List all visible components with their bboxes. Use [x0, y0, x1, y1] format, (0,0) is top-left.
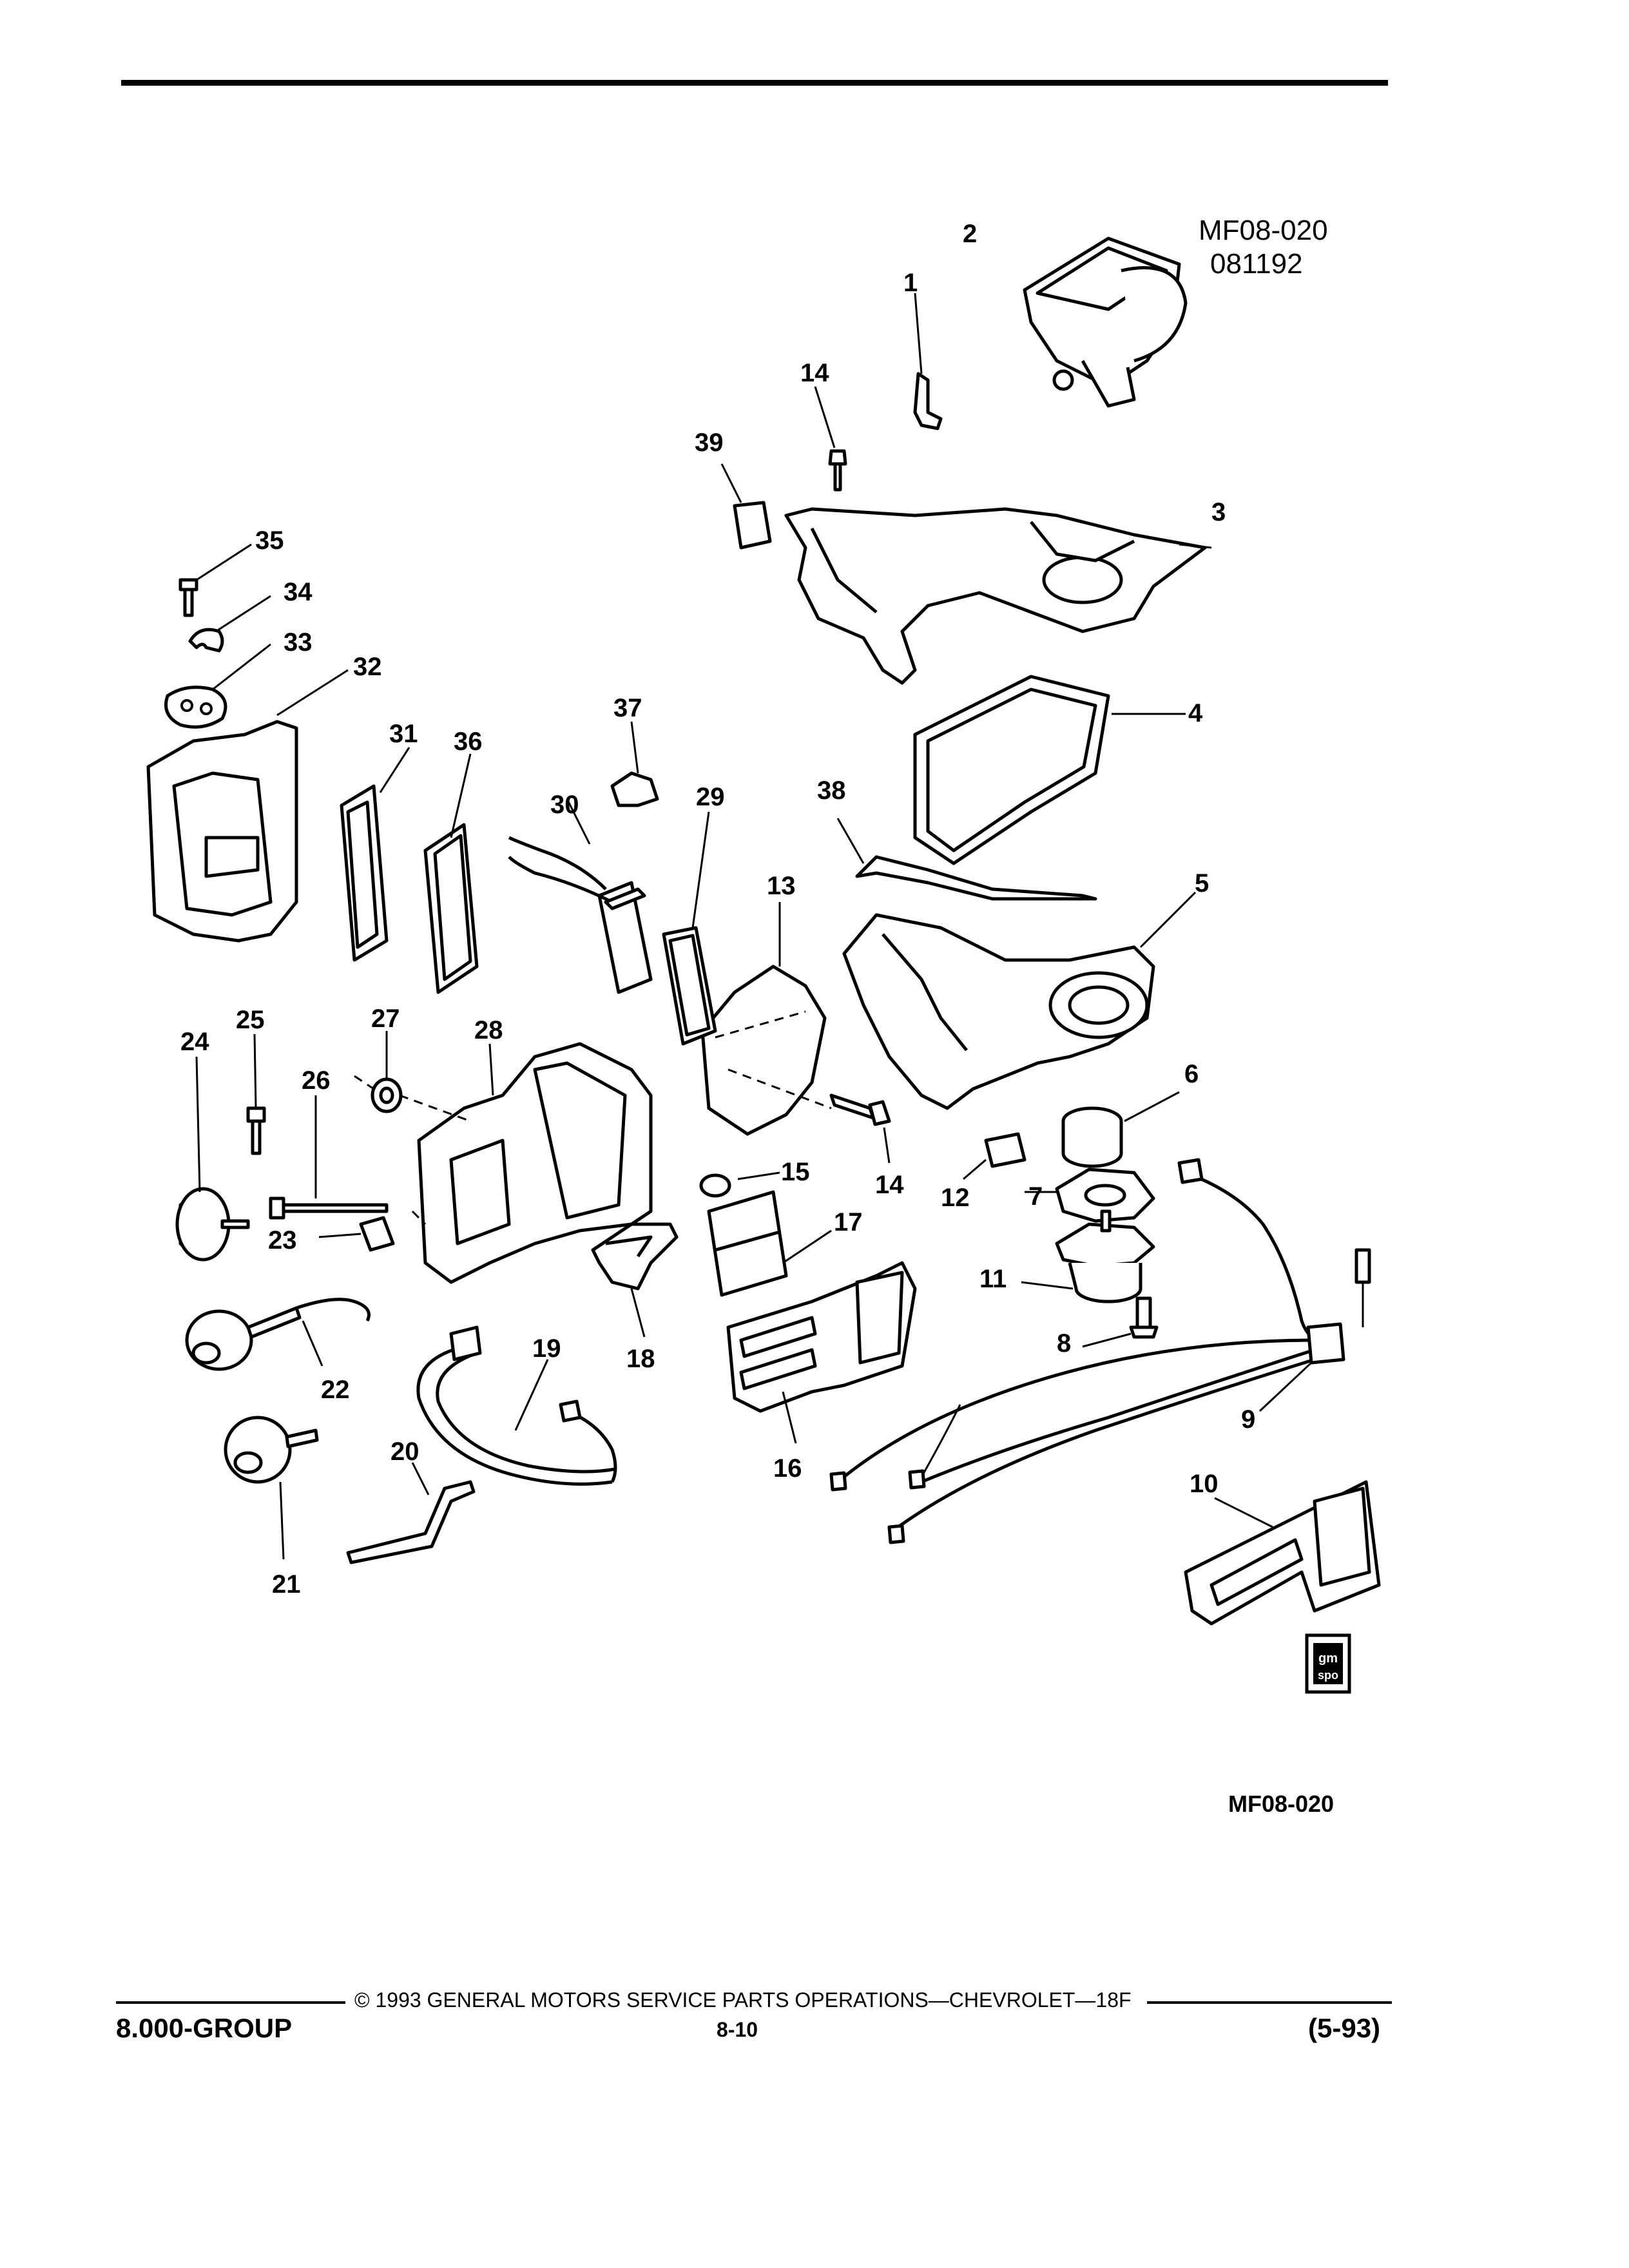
- callout-17: 17: [834, 1208, 863, 1236]
- part-3-upper-case: [784, 507, 1212, 685]
- callout-35: 35: [255, 526, 284, 555]
- part-31-door: [340, 747, 410, 962]
- callout-4: 4: [1188, 699, 1203, 727]
- callout-15: 15: [781, 1158, 810, 1186]
- part-33-grommet: [164, 643, 271, 729]
- part-39-block: [720, 463, 772, 550]
- callout-23: 23: [268, 1226, 297, 1254]
- callout-25: 25: [236, 1006, 265, 1034]
- part-12-grommet: [963, 1132, 1027, 1180]
- callout-12: 12: [941, 1184, 970, 1212]
- callout-13: 13: [767, 872, 796, 900]
- footer-rule-left: [116, 2001, 345, 2004]
- callout-28: 28: [474, 1016, 503, 1044]
- callout-5: 5: [1195, 869, 1209, 898]
- callout-1: 1: [903, 269, 918, 297]
- part-18-bracket: [591, 1222, 679, 1338]
- callout-14-top: 14: [800, 359, 829, 387]
- part-36-seal-frame: [423, 753, 479, 994]
- part-24-actuator: [175, 1056, 250, 1262]
- part-4-gasket: [913, 675, 1186, 865]
- part-30-heater-core: [508, 798, 653, 994]
- callout-2: 2: [963, 220, 977, 248]
- figure-date-code: 081192: [1210, 248, 1303, 280]
- part-25-link-rod: [269, 1095, 389, 1220]
- callout-27: 27: [371, 1004, 400, 1033]
- part-16-housing: [726, 1261, 917, 1444]
- callout-29: 29: [696, 783, 725, 811]
- part-9-harness: [829, 1158, 1371, 1544]
- callout-37: 37: [613, 694, 642, 722]
- callout-39: 39: [695, 428, 724, 457]
- callout-38: 38: [817, 776, 846, 805]
- callout-6: 6: [1184, 1060, 1199, 1088]
- callout-20: 20: [390, 1437, 419, 1466]
- figure-id-bottom: MF08-020: [1228, 1791, 1335, 1817]
- part-38-seal: [836, 818, 1097, 901]
- part-1-fitting: [913, 293, 943, 430]
- top-rule: [121, 80, 1388, 86]
- footer-revision: (5-93): [1308, 2013, 1381, 2043]
- part-26-screw: [246, 1033, 266, 1155]
- callout-33: 33: [284, 628, 313, 657]
- callout-8: 8: [1057, 1329, 1071, 1358]
- part-14-screw-middle: [829, 1093, 891, 1164]
- footer-group: 8.000-GROUP: [116, 2013, 293, 2043]
- part-37-clip: [610, 721, 659, 807]
- callout-30: 30: [550, 791, 579, 819]
- part-7-mounting-plate: [1025, 1168, 1155, 1223]
- part-23-pad: [318, 1216, 395, 1252]
- part-14-screw-top: [814, 386, 847, 492]
- callout-24: 24: [180, 1028, 209, 1056]
- callout-32: 32: [353, 653, 382, 681]
- gm-spo-logo: gm spo: [1305, 1633, 1351, 1694]
- part-11-blower-motor: [1021, 1209, 1155, 1303]
- callout-10: 10: [1190, 1470, 1219, 1498]
- part-5-blower-case: [842, 891, 1197, 1110]
- callout-21: 21: [272, 1570, 301, 1599]
- callout-7: 7: [1028, 1182, 1043, 1211]
- part-13-case-half: [700, 902, 832, 1136]
- part-34-clamp: [188, 595, 271, 653]
- callout-34: 34: [284, 578, 313, 606]
- part-17-filter: [707, 1190, 832, 1297]
- callout-14-middle: 14: [875, 1171, 904, 1199]
- part-2-inlet-duct: [1023, 236, 1188, 408]
- footer-copyright: © 1993 GENERAL MOTORS SERVICE PARTS OPER…: [354, 1988, 1132, 2012]
- part-21-actuator: [224, 1416, 319, 1560]
- part-29-seal: [662, 811, 717, 1046]
- part-27-bushing: [354, 1031, 403, 1113]
- callout-16: 16: [773, 1454, 802, 1483]
- part-19-vacuum-harness: [416, 1325, 617, 1486]
- callout-31: 31: [389, 720, 418, 748]
- part-22-actuator: [185, 1298, 371, 1371]
- callout-3: 3: [1211, 498, 1226, 526]
- callout-19: 19: [532, 1334, 561, 1363]
- logo-text-bottom: spo: [1318, 1669, 1338, 1682]
- callout-18: 18: [626, 1345, 655, 1373]
- part-6-blower-wheel: [1061, 1091, 1180, 1168]
- callout-36: 36: [454, 727, 483, 756]
- part-10-seal: [1184, 1480, 1381, 1626]
- part-15-nut: [699, 1171, 780, 1198]
- footer-rule-right: [1147, 2001, 1392, 2004]
- part-35-screw: [178, 543, 252, 617]
- callout-11: 11: [979, 1265, 1007, 1293]
- figure-id-top: MF08-020: [1199, 215, 1328, 246]
- callout-26: 26: [302, 1066, 331, 1095]
- callout-labels: 1 2 3 4 5 6 7 8 9 10 11 12 13 14 14 15 1…: [180, 220, 1255, 1599]
- part-20-bracket: [346, 1462, 476, 1564]
- part-28-heater-case: [399, 1042, 653, 1284]
- callout-9: 9: [1241, 1405, 1255, 1434]
- callout-22: 22: [321, 1376, 350, 1404]
- logo-text-top: gm: [1318, 1651, 1338, 1666]
- part-32-distributor: [146, 669, 349, 943]
- footer-page-number: 8-10: [717, 2018, 758, 2041]
- part-8-screw: [1082, 1296, 1159, 1348]
